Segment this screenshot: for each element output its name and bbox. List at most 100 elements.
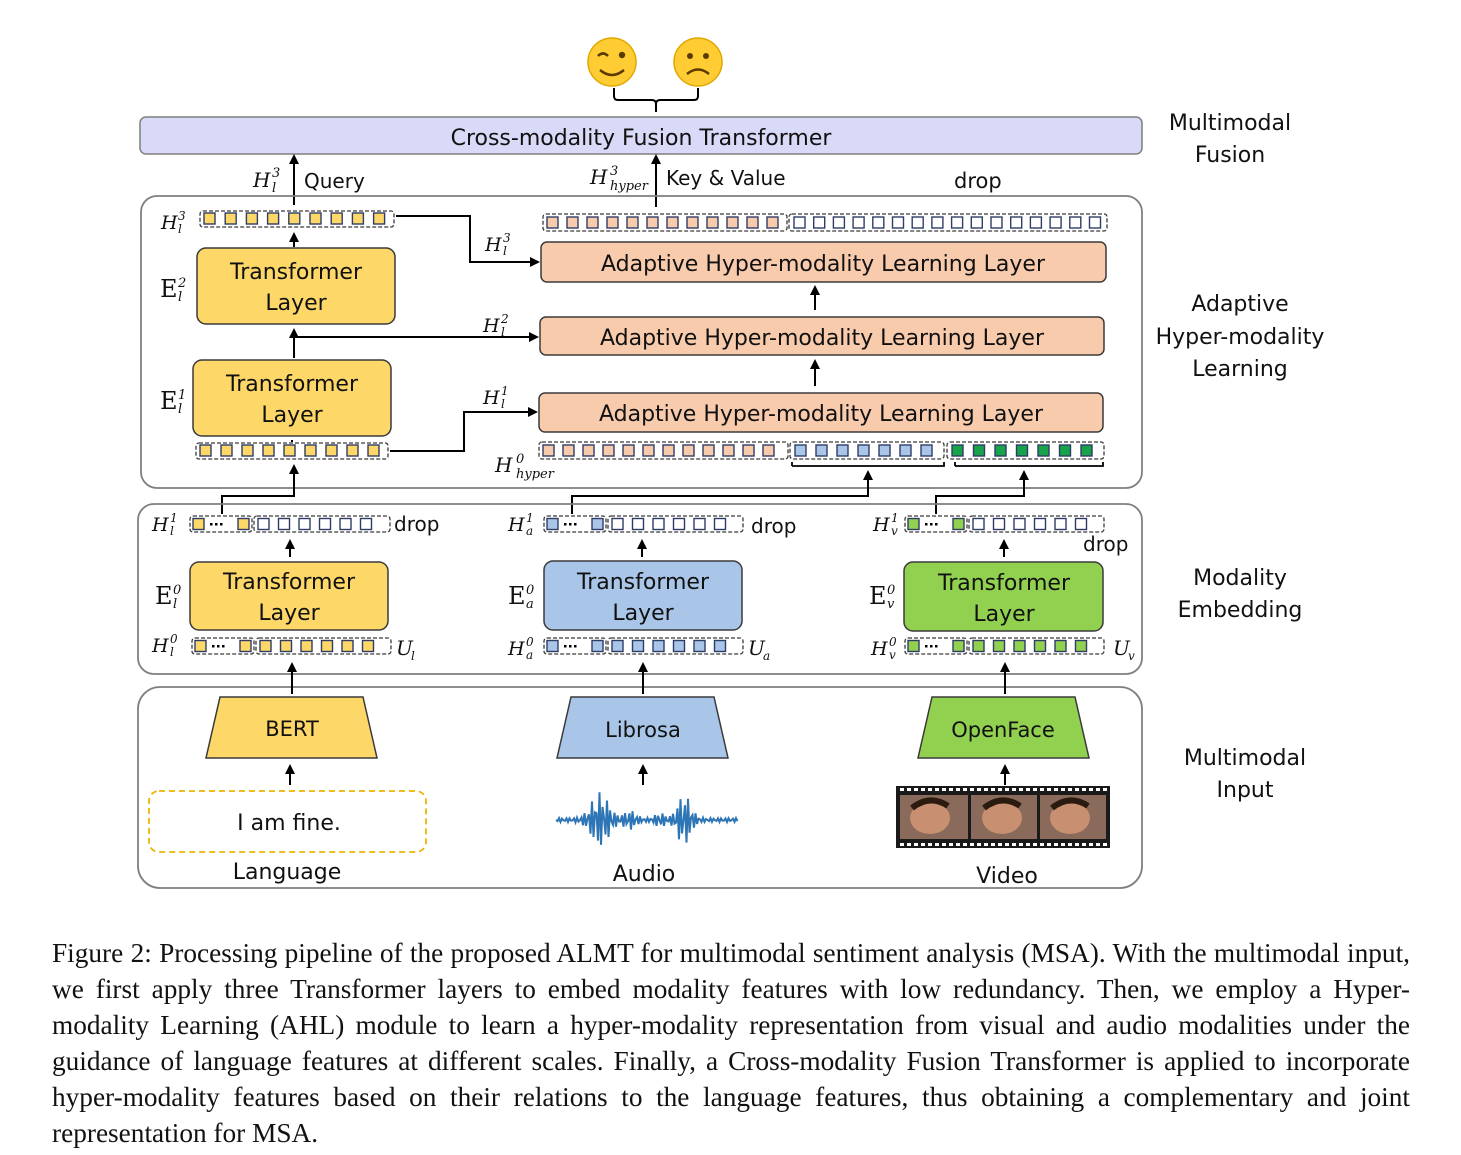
- svg-text:l: l: [173, 597, 177, 612]
- token: [911, 216, 924, 229]
- svg-text:H: H: [484, 234, 502, 256]
- token: [611, 517, 624, 531]
- token: [857, 444, 870, 457]
- token: [1013, 517, 1026, 531]
- token: [367, 444, 380, 457]
- video-embed-transformer-label-2: Layer: [973, 602, 1035, 627]
- token: [713, 639, 727, 653]
- token: [546, 216, 559, 229]
- svg-text:H: H: [160, 212, 178, 234]
- audio-label: Audio: [613, 862, 676, 887]
- token-row-audio-h1: [543, 515, 744, 533]
- svg-text:l: l: [501, 325, 505, 339]
- librosa-extractor: [556, 696, 729, 759]
- language-embed-transformer-label-2: Layer: [258, 601, 320, 626]
- token: [192, 517, 205, 531]
- ahl-layer-2-box: [539, 316, 1105, 356]
- token: [1013, 639, 1026, 653]
- svg-text:l: l: [170, 524, 174, 538]
- ahl-section-label-1: Adaptive: [1191, 292, 1288, 317]
- token: [891, 216, 905, 229]
- svg-text:H: H: [870, 638, 888, 660]
- svg-text:v: v: [889, 648, 896, 662]
- token: [907, 517, 920, 531]
- svg-text:v: v: [891, 524, 898, 538]
- token: [220, 444, 233, 457]
- input-section-label-2: Input: [1217, 778, 1274, 803]
- token: [546, 639, 559, 653]
- token: [642, 444, 655, 457]
- token-row-audio-h0: [543, 637, 744, 655]
- token: [611, 639, 624, 653]
- svg-text:3: 3: [272, 166, 280, 181]
- audio-embed-transformer-box: [543, 560, 743, 631]
- token: [662, 444, 675, 457]
- fusion-section-label-2: Fusion: [1195, 143, 1265, 168]
- token: [1037, 444, 1050, 457]
- token: [325, 444, 338, 457]
- token: [951, 444, 964, 457]
- token: [224, 212, 237, 225]
- language-embed-transformer-label-1: Transformer: [222, 570, 356, 595]
- token: [832, 216, 846, 229]
- token: [582, 444, 595, 457]
- token: [1015, 444, 1029, 457]
- token: [672, 517, 686, 531]
- token: [726, 216, 739, 229]
- token: [1049, 216, 1062, 229]
- token: [952, 639, 965, 653]
- token: [706, 216, 719, 229]
- svg-text:E: E: [160, 275, 178, 303]
- transformer-el1-box: [192, 359, 392, 437]
- token: [1054, 639, 1067, 653]
- svg-text:0: 0: [170, 632, 178, 646]
- svg-text:0: 0: [173, 583, 181, 598]
- svg-text:a: a: [526, 524, 533, 538]
- librosa-label: Librosa: [605, 718, 681, 742]
- ahl-panel: [140, 195, 1143, 489]
- token: [682, 444, 695, 457]
- audio-drop-label: drop: [751, 514, 796, 538]
- svg-text:U: U: [1113, 636, 1131, 660]
- token: [992, 639, 1006, 653]
- token: [899, 444, 912, 457]
- token: [622, 444, 635, 457]
- svg-text:1: 1: [170, 511, 178, 525]
- token: [245, 212, 259, 225]
- token: [992, 517, 1006, 531]
- svg-text:E: E: [508, 582, 526, 610]
- input-panel: [137, 686, 1143, 889]
- token: [950, 216, 964, 229]
- token: [359, 517, 373, 531]
- token: [762, 444, 775, 457]
- token: [1074, 517, 1088, 531]
- token: [309, 212, 322, 225]
- token: [920, 444, 933, 457]
- token: [351, 212, 365, 225]
- token: [591, 639, 604, 653]
- ahl-layer-1-box: [538, 392, 1104, 433]
- token: [1080, 444, 1093, 457]
- svg-text:hyper: hyper: [516, 467, 555, 482]
- output-brace: [613, 88, 699, 112]
- token: [1054, 517, 1067, 531]
- audio-embed-transformer-label-2: Layer: [612, 601, 674, 626]
- token: [907, 639, 920, 653]
- svg-text:H: H: [482, 315, 500, 337]
- svg-text:1: 1: [178, 388, 186, 403]
- svg-text:H: H: [507, 638, 525, 660]
- svg-text:l: l: [272, 181, 276, 196]
- token: [972, 639, 985, 653]
- svg-text:a: a: [763, 649, 770, 663]
- input-section-label-1: Multimodal: [1184, 746, 1306, 771]
- token: [990, 216, 1003, 229]
- token: [742, 444, 755, 457]
- svg-text:H: H: [589, 165, 608, 189]
- ahl-layer-2-label: Adaptive Hyper-modality Learning Layer: [600, 326, 1045, 351]
- token: [672, 639, 686, 653]
- token: [602, 444, 615, 457]
- svg-text:2: 2: [500, 312, 509, 326]
- token: [1033, 639, 1047, 653]
- transformer-el1-label-2: Layer: [261, 403, 323, 428]
- figure-caption: Figure 2: Processing pipeline of the pro…: [52, 938, 1410, 1148]
